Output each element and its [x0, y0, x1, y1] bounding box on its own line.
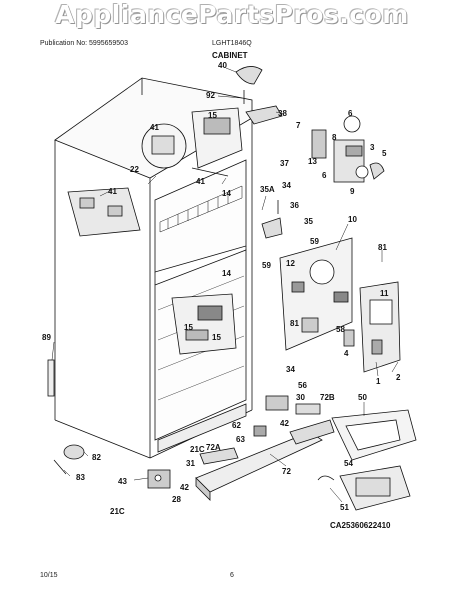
footer-page-number: 6 — [230, 572, 234, 579]
callout-41-left: 41 — [108, 187, 117, 196]
dispenser-panel — [343, 281, 401, 373]
callout-28: 28 — [172, 495, 181, 504]
callout-81-left: 81 — [290, 319, 299, 328]
callout-40: 40 — [218, 61, 227, 70]
control-housing — [311, 115, 385, 183]
callout-6-mid: 6 — [322, 171, 327, 180]
drain-pan-detail — [317, 409, 417, 511]
callout-63: 63 — [236, 435, 245, 444]
leader-lines — [51, 67, 399, 503]
callout-13: 13 — [308, 157, 317, 166]
callout-labels: 40 92 38 15 41 7 6 8 13 6 3 5 9 22 41 14… — [42, 61, 401, 530]
callout-51: 51 — [340, 503, 349, 512]
detail-zoom-top — [191, 107, 243, 177]
callout-41-mid: 41 — [196, 177, 205, 186]
callout-15-mid-b: 15 — [212, 333, 221, 342]
callout-31: 31 — [186, 459, 195, 468]
callout-8: 8 — [332, 133, 337, 142]
rear-panel — [279, 237, 353, 351]
callout-43: 43 — [118, 477, 127, 486]
callout-35a: 35A — [260, 185, 275, 194]
callout-50: 50 — [358, 393, 367, 402]
middle-hinge — [261, 200, 283, 239]
callout-42-right: 42 — [280, 419, 289, 428]
callout-12: 12 — [286, 259, 295, 268]
callout-72b: 72B — [320, 393, 335, 402]
section-title: CABINET — [212, 51, 248, 60]
callout-15-mid-a: 15 — [184, 323, 193, 332]
callout-34-top: 34 — [282, 181, 291, 190]
footer-date: 10/15 — [40, 572, 58, 579]
detail-circle-top — [141, 123, 187, 169]
callout-34-low: 34 — [286, 365, 295, 374]
bottom-assembly — [195, 395, 335, 501]
callout-30: 30 — [296, 393, 305, 402]
callout-3: 3 — [370, 143, 375, 152]
callout-89: 89 — [42, 333, 51, 342]
site-watermark: AppliancePartsPros.com — [55, 0, 409, 29]
diagram-code: CA25360622410 — [330, 521, 391, 530]
callout-21c-bottom: 21C — [110, 507, 125, 516]
callout-92: 92 — [206, 91, 215, 100]
callout-58: 58 — [336, 325, 345, 334]
callout-41-top: 41 — [150, 123, 159, 132]
model-number: LGHT1846Q — [212, 40, 252, 47]
callout-5: 5 — [382, 149, 387, 158]
top-hinge-cover — [235, 66, 283, 125]
callout-11: 11 — [380, 289, 389, 298]
callout-14-top: 14 — [222, 189, 231, 198]
callout-4: 4 — [344, 349, 349, 358]
callout-37: 37 — [280, 159, 289, 168]
side-bracket — [67, 187, 141, 237]
callout-82: 82 — [92, 453, 101, 462]
callout-14-mid: 14 — [222, 269, 231, 278]
callout-1: 1 — [376, 377, 381, 386]
callout-35: 35 — [304, 217, 313, 226]
callout-59-left: 59 — [262, 261, 271, 270]
callout-62: 62 — [232, 421, 241, 430]
callout-36: 36 — [290, 201, 299, 210]
callout-83: 83 — [76, 473, 85, 482]
callout-9: 9 — [350, 187, 355, 196]
callout-72a: 72A — [206, 443, 221, 452]
callout-6-top: 6 — [348, 109, 353, 118]
callout-21c-top: 21C — [190, 445, 205, 454]
callout-10: 10 — [348, 215, 357, 224]
callout-2: 2 — [396, 373, 401, 382]
callout-22: 22 — [130, 165, 139, 174]
callout-38: 38 — [278, 109, 287, 118]
callout-7: 7 — [296, 121, 301, 130]
callout-72: 72 — [282, 467, 291, 476]
publication-number: Publication No: 5995659503 — [40, 40, 128, 47]
callout-81-right: 81 — [378, 243, 387, 252]
roller — [53, 444, 85, 475]
detail-zoom-mid — [171, 293, 237, 355]
callout-56: 56 — [298, 381, 307, 390]
callout-15-top: 15 — [208, 111, 217, 120]
callout-42-left: 42 — [180, 483, 189, 492]
leveling-bracket — [147, 469, 171, 489]
callout-59-right: 59 — [310, 237, 319, 246]
callout-54: 54 — [344, 459, 353, 468]
